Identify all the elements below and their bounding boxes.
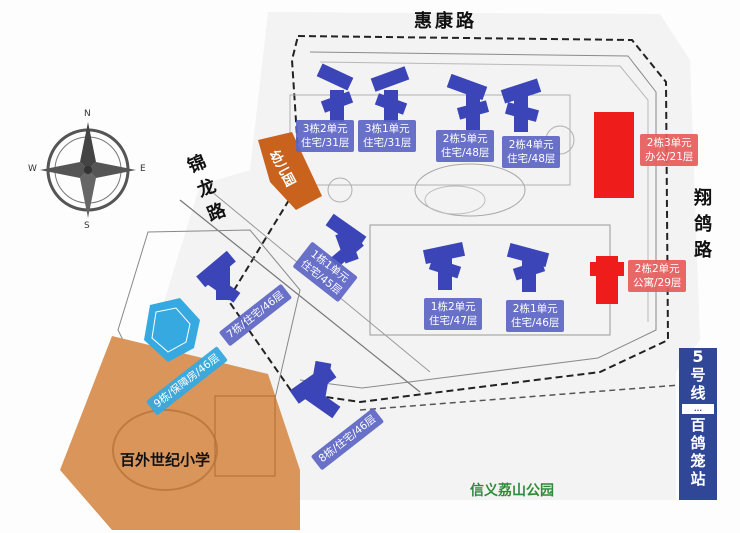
tower-3-2-label: 3栋2单元 住宅/31层 [296, 120, 355, 153]
tower-3-2-line1: 3栋2单元 [302, 123, 348, 135]
inner-outline [299, 51, 657, 389]
tower-1-1 [325, 213, 367, 268]
compass-e-label: E [140, 164, 146, 174]
garden-path [414, 163, 526, 217]
tower-1-2-line1: 1栋2单元 [430, 301, 476, 313]
garden-circle [327, 177, 353, 203]
tower-2-1-line1: 2栋1单元 [512, 303, 558, 315]
tower-8 [289, 360, 341, 419]
tower-2-2-line1: 2栋2单元 [634, 263, 680, 275]
compass-rose [40, 122, 136, 218]
inner-outline-2 [319, 61, 649, 322]
tower-2-2-label: 2栋2单元 公寓/29层 [628, 260, 687, 293]
tower-2-1-label: 2栋1单元 住宅/46层 [506, 300, 565, 333]
school-building-outline [214, 395, 276, 477]
metro-station-marker: 5 号 线 ... 百 鸽 笼 站 [679, 348, 717, 500]
tower-2-3-line2: 办公/21层 [645, 151, 694, 164]
affordable-housing-block [144, 298, 200, 362]
metro-line-char-2: 线 [690, 384, 706, 402]
tower-2-3-label: 2栋3单元 办公/21层 [640, 134, 699, 167]
metro-station-char-3: 笼 [690, 452, 706, 470]
tower-2-3-line1: 2栋3单元 [646, 137, 692, 149]
park-label: 信义荔山公园 [470, 483, 554, 499]
apartment-tower-2-2-wing [590, 262, 624, 276]
metro-line-char-1: 号 [690, 366, 706, 384]
metro-station-char-4: 站 [690, 470, 706, 488]
office-tower-2-3 [594, 112, 634, 198]
tower-2-5 [446, 73, 490, 130]
tower-3-1 [370, 66, 410, 122]
road-label-east: 翔鸽路 [694, 188, 712, 261]
school-land [60, 336, 300, 530]
running-track [112, 409, 218, 491]
tower-7 [196, 250, 241, 303]
tower-2-4 [500, 78, 542, 132]
metro-tag: ... [682, 404, 714, 414]
tower-3-2-line2: 住宅/31层 [301, 137, 350, 150]
affordable-housing-inner [151, 307, 191, 353]
tower-2-5-line1: 2栋5单元 [442, 133, 488, 145]
west-road-edge [179, 199, 421, 393]
tower-2-1-line2: 住宅/46层 [511, 317, 560, 330]
tower-3-1-line1: 3栋1单元 [364, 123, 410, 135]
tower-3-1-label: 3栋1单元 住宅/31层 [358, 120, 417, 153]
tower-1-2 [422, 241, 466, 290]
tower-3-1-line2: 住宅/31层 [363, 137, 412, 150]
school-label: 百外世纪小学 [120, 451, 211, 469]
metro-line-number: 5 [692, 347, 704, 366]
metro-station-char-2: 鸽 [690, 434, 706, 452]
garden-path-2 [424, 185, 486, 215]
road-label-north: 惠康路 [414, 11, 477, 32]
tower-1-2-line2: 住宅/47层 [429, 315, 478, 328]
tower-3-2 [316, 63, 354, 122]
compass-n-label: N [84, 109, 91, 119]
metro-station-char-1: 百 [690, 416, 706, 434]
tower-2-4-line2: 住宅/48层 [507, 153, 556, 166]
compass-s-label: S [84, 221, 90, 231]
tower-2-4-label: 2栋4单元 住宅/48层 [502, 136, 561, 169]
tower-2-4-line1: 2栋4单元 [508, 139, 554, 151]
compass-w-label: W [28, 164, 37, 174]
tower-2-5-label: 2栋5单元 住宅/48层 [436, 130, 495, 163]
south-road [359, 384, 681, 411]
tower-2-5-line2: 住宅/48层 [441, 147, 490, 160]
tower-2-2-line2: 公寓/29层 [633, 277, 682, 290]
tower-1-2-label: 1栋2单元 住宅/47层 [424, 298, 483, 331]
kindergarten-building [258, 132, 322, 210]
tower-2-1 [506, 243, 550, 292]
